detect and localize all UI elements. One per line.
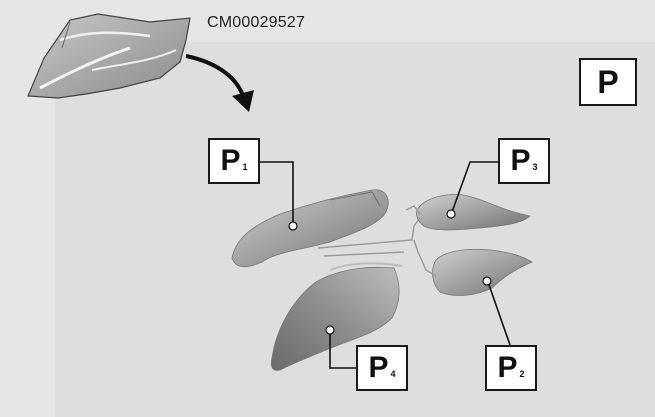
figure-code: CM00029527 xyxy=(207,14,306,31)
callout-index: 2 xyxy=(519,369,525,379)
cover-cloth-icon xyxy=(27,13,191,99)
callout-index: 1 xyxy=(242,162,248,172)
callout-letter: P xyxy=(368,351,389,384)
callout-letter: P xyxy=(220,144,241,177)
part-p4 xyxy=(270,262,403,371)
leader-dots xyxy=(288,209,492,335)
leader-lines xyxy=(260,161,511,369)
main-label: P xyxy=(597,64,619,100)
part-p3 xyxy=(416,194,531,231)
callout-index: 4 xyxy=(390,369,396,379)
main-label-box: P xyxy=(579,58,637,106)
callout-letter: P xyxy=(510,144,531,177)
part-p2 xyxy=(432,248,533,296)
part-p1 xyxy=(231,189,389,268)
linkage-rods xyxy=(317,205,437,277)
curved-arrow-icon xyxy=(185,54,254,112)
callout-index: 3 xyxy=(532,162,538,172)
callout-letter: P xyxy=(497,351,518,384)
